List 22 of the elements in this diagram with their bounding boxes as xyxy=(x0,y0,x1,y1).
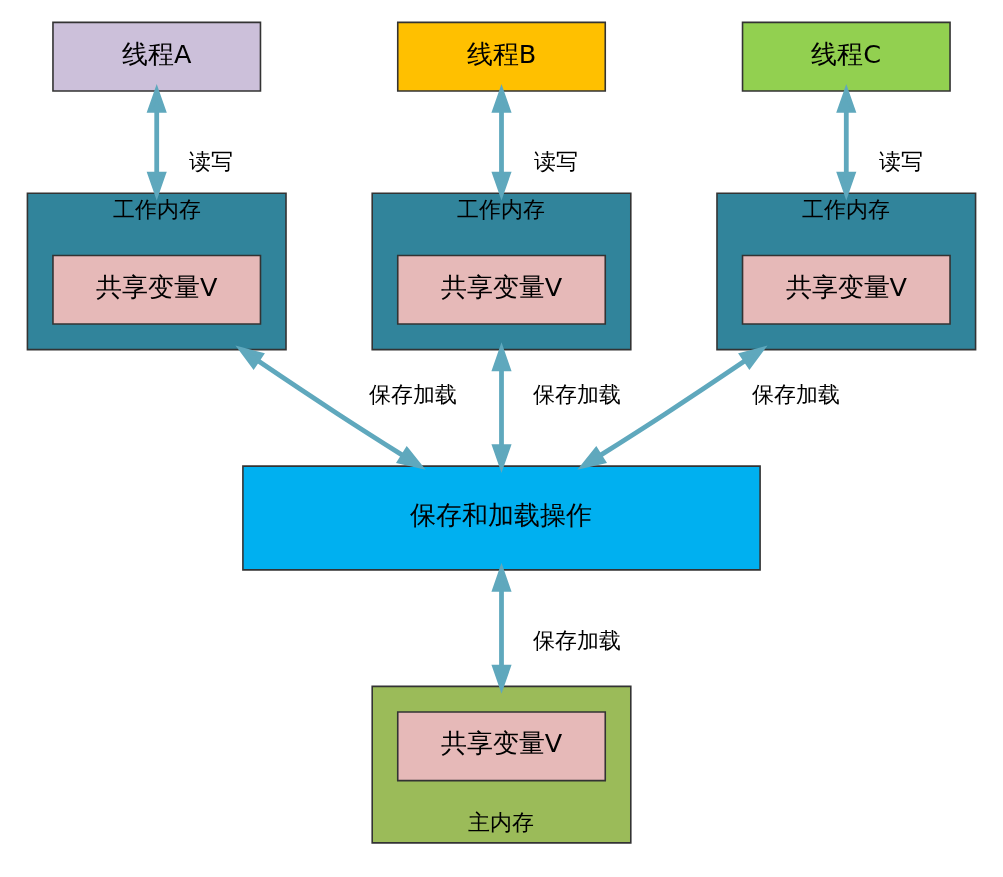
node-box: 线程A xyxy=(52,21,262,92)
edge-label: 保存加载 xyxy=(533,626,622,653)
edge-label: 读写 xyxy=(534,147,579,174)
arrow xyxy=(146,83,167,200)
edge-label: 保存加载 xyxy=(533,380,622,407)
arrow xyxy=(577,345,768,470)
node-box: 共享变量V xyxy=(396,710,607,781)
edge-label: 读写 xyxy=(189,147,234,174)
node-box: 线程C xyxy=(741,21,951,92)
edge-label: 保存加载 xyxy=(369,380,458,407)
arrow xyxy=(836,83,857,200)
node-box: 线程B xyxy=(396,21,607,92)
node-box: 保存和加载操作 xyxy=(242,464,761,571)
edge-label: 读写 xyxy=(879,147,924,174)
arrow xyxy=(491,341,512,473)
node-box: 共享变量V xyxy=(52,254,262,325)
node-box: 共享变量V xyxy=(396,254,607,325)
node-box: 共享变量V xyxy=(741,254,951,325)
edge-label: 保存加载 xyxy=(752,380,841,407)
arrow xyxy=(491,562,512,694)
arrow xyxy=(235,345,426,470)
arrow xyxy=(491,83,512,200)
